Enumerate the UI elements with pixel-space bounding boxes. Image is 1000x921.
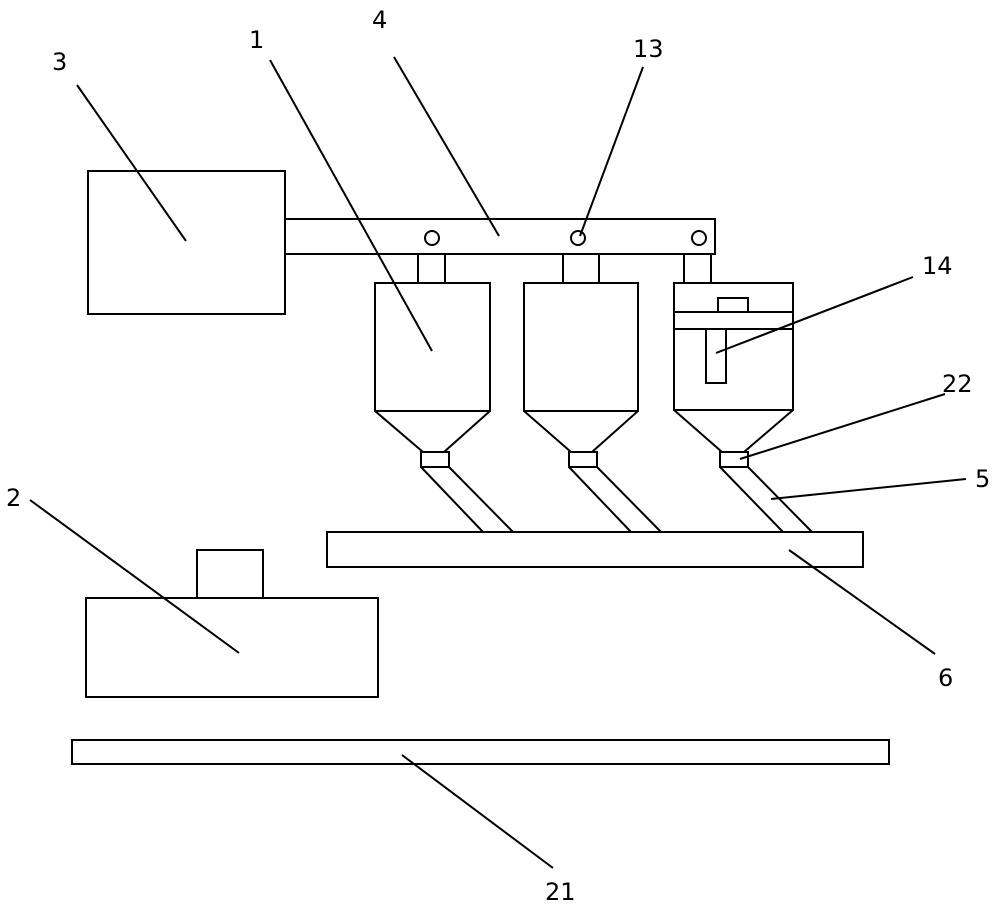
callout-5: 5 — [975, 465, 990, 493]
hopper-middle-chute-a — [569, 467, 631, 532]
callout-22: 22 — [942, 370, 973, 398]
stirrer-blade-14 — [706, 329, 726, 383]
leader-1 — [270, 60, 432, 351]
leader-14 — [716, 277, 913, 353]
box-2-top-block — [197, 550, 263, 598]
hopper-1-chute-a — [421, 467, 483, 532]
hopper-right — [674, 254, 812, 532]
callout-1: 1 — [249, 26, 264, 54]
hopper-middle-body — [524, 283, 638, 411]
hopper-1-chute-b — [449, 467, 513, 532]
callout-2: 2 — [6, 484, 21, 512]
callout-13: 13 — [633, 35, 664, 63]
callout-3: 3 — [52, 48, 67, 76]
hopper-middle-chute-b — [597, 467, 661, 532]
hopper-middle-neck — [563, 254, 599, 283]
drive-box-3 — [88, 171, 285, 314]
stirrer-plate — [674, 312, 793, 329]
hopper-middle-cone — [524, 411, 638, 452]
callout-14: 14 — [922, 252, 953, 280]
callout-6: 6 — [938, 664, 953, 692]
hopper-1-body — [375, 283, 490, 411]
callout-21: 21 — [545, 878, 576, 906]
leader-21 — [402, 755, 553, 868]
hopper-right-cone — [674, 410, 793, 452]
leader-4 — [394, 57, 499, 236]
valve-22 — [720, 452, 748, 467]
pivot-pin-left — [425, 231, 439, 245]
pipe-5-b — [748, 467, 812, 532]
leader-3 — [77, 85, 186, 241]
callout-4: 4 — [372, 6, 387, 34]
plate-6 — [327, 532, 863, 567]
base-rail-21 — [72, 740, 889, 764]
leader-2 — [30, 500, 239, 653]
hopper-1-neck — [418, 254, 445, 283]
leader-22 — [740, 394, 945, 459]
hopper-middle-outlet — [569, 452, 597, 467]
hopper-1-cone — [375, 411, 490, 452]
hopper-middle — [524, 254, 661, 532]
beam-4 — [285, 219, 715, 254]
hopper-1-outlet — [421, 452, 449, 467]
leader-5 — [771, 479, 966, 499]
pivot-pin-13 — [571, 231, 585, 245]
hopper-1 — [375, 254, 513, 532]
pivot-pin-right — [692, 231, 706, 245]
stirrer-cap — [718, 298, 748, 312]
leader-13 — [580, 67, 643, 236]
